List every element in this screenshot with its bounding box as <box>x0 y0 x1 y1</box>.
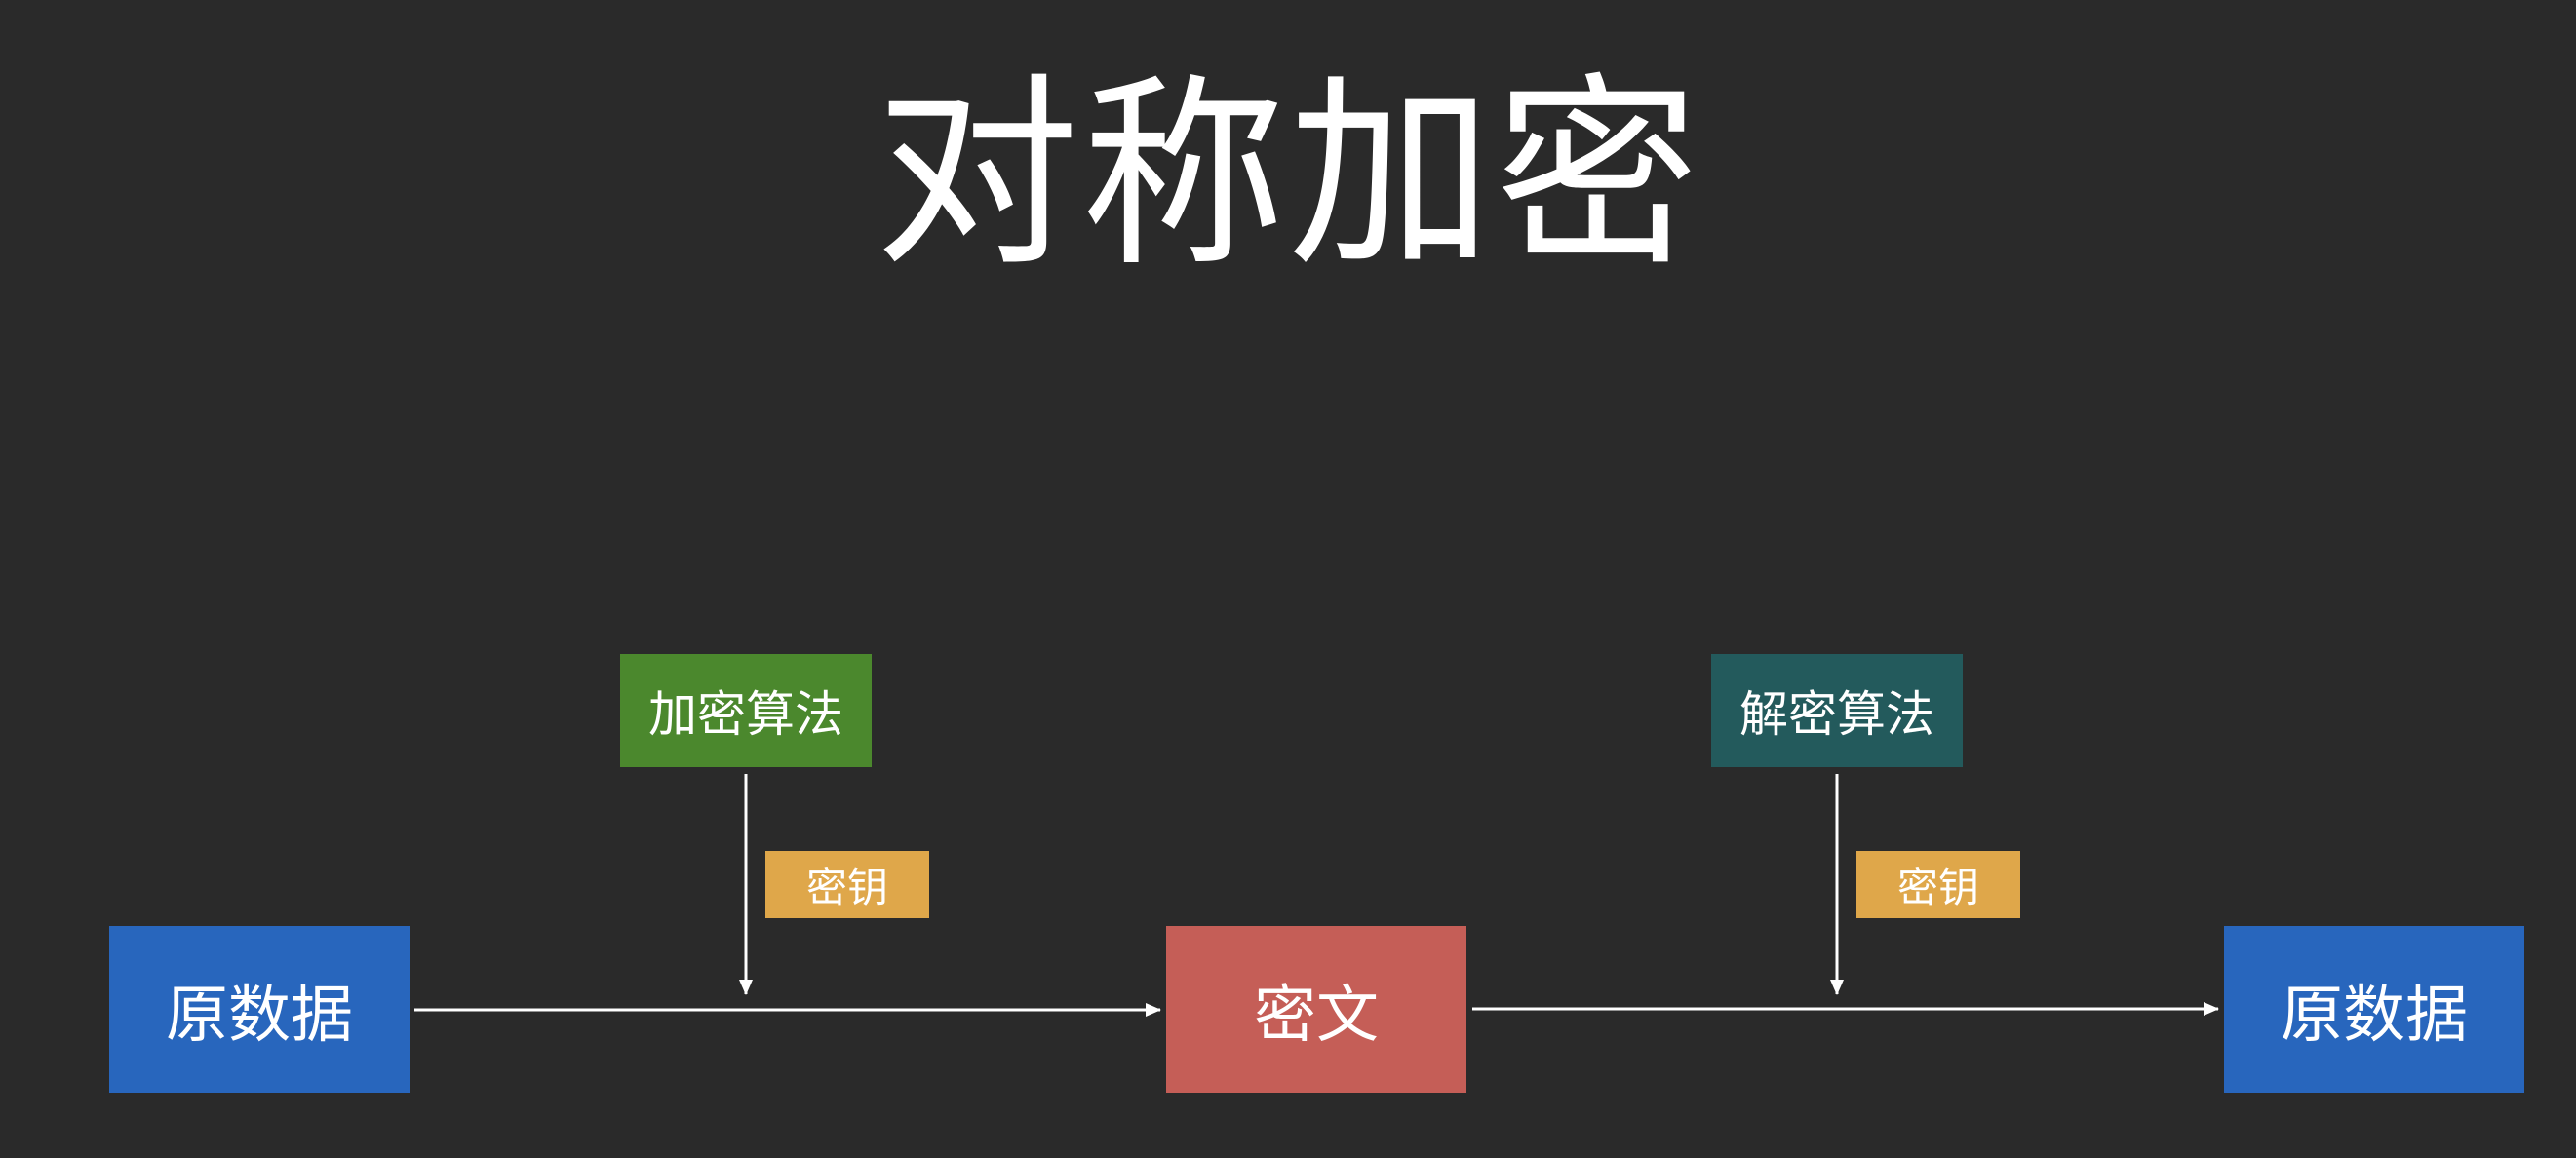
source-data-label: 原数据 <box>166 979 353 1052</box>
ciphertext-label: 密文 <box>1254 979 1379 1052</box>
diagram-title: 对称加密 <box>874 56 1701 294</box>
encrypt-key-label: 密钥 <box>805 864 888 911</box>
encrypt-key-node: 密钥 <box>765 851 929 918</box>
encrypt-algorithm-node: 加密算法 <box>620 654 872 767</box>
decrypt-algorithm-node: 解密算法 <box>1711 654 1963 767</box>
result-data-node: 原数据 <box>2224 926 2524 1093</box>
source-data-node: 原数据 <box>109 926 410 1093</box>
decrypt-key-node: 密钥 <box>1856 851 2020 918</box>
result-data-label: 原数据 <box>2281 979 2468 1052</box>
decrypt-key-label: 密钥 <box>1896 864 1979 911</box>
encrypt-algorithm-label: 加密算法 <box>648 686 843 743</box>
ciphertext-node: 密文 <box>1166 926 1466 1093</box>
decrypt-algorithm-label: 解密算法 <box>1739 686 1934 743</box>
